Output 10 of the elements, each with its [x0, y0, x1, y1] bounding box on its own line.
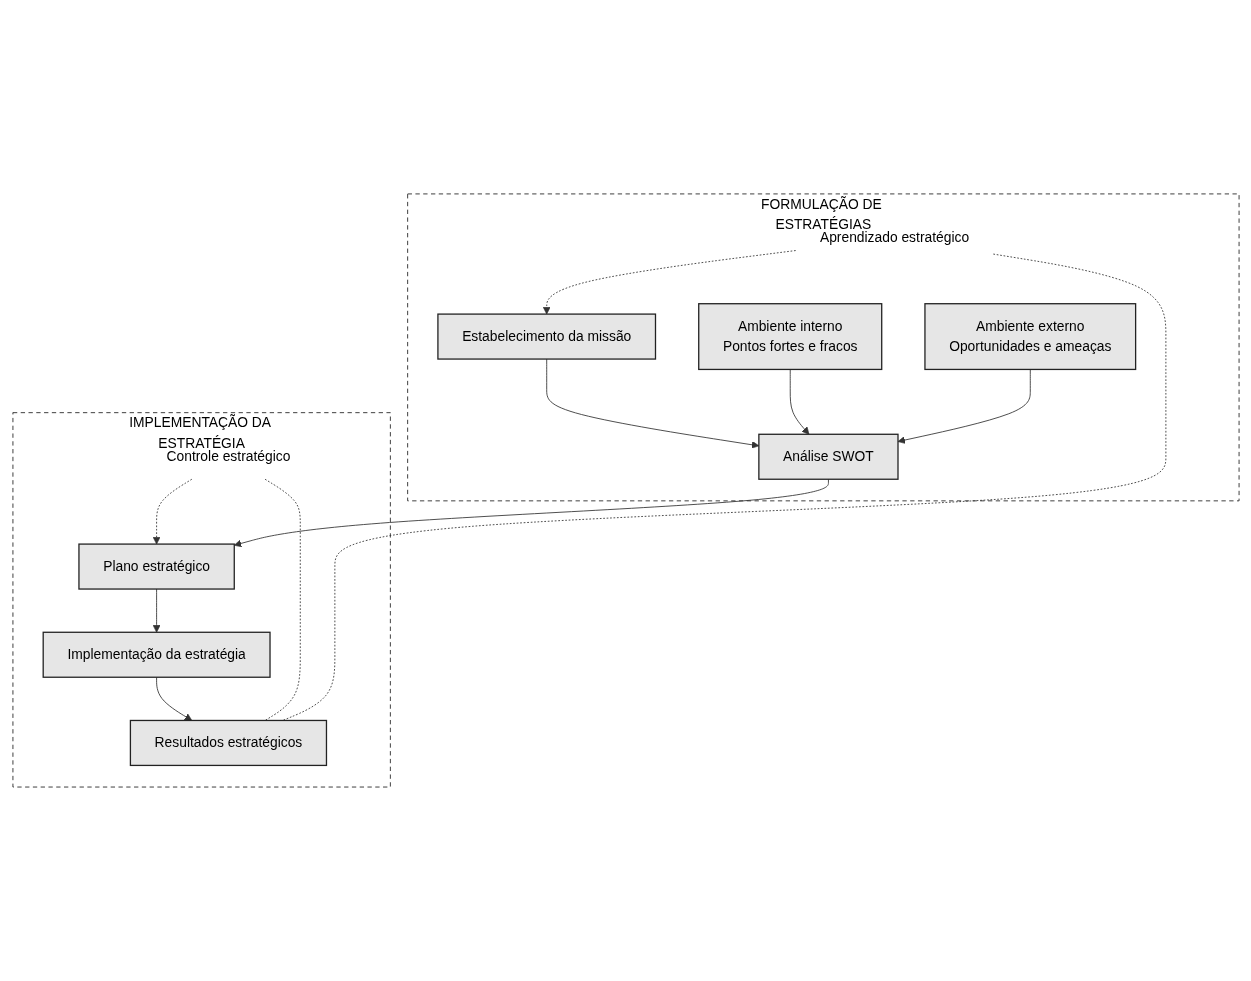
connector [264, 478, 301, 721]
node-box: Estabelecimento da missão [436, 313, 656, 360]
node-box: Ambiente interno Pontos fortes e fracos [697, 303, 882, 371]
node-box: Ambiente externo Oportunidades e ameaças [923, 303, 1136, 371]
node-box: Resultados estratégicos [129, 719, 327, 767]
node-box: Análise SWOT [757, 433, 899, 480]
node-box: Plano estratégico [77, 543, 235, 590]
node-text: Controle estratégico [166, 448, 290, 464]
node-text: Aprendizado estratégico [819, 230, 969, 245]
node-box: Implementação da estratégia [42, 631, 271, 678]
